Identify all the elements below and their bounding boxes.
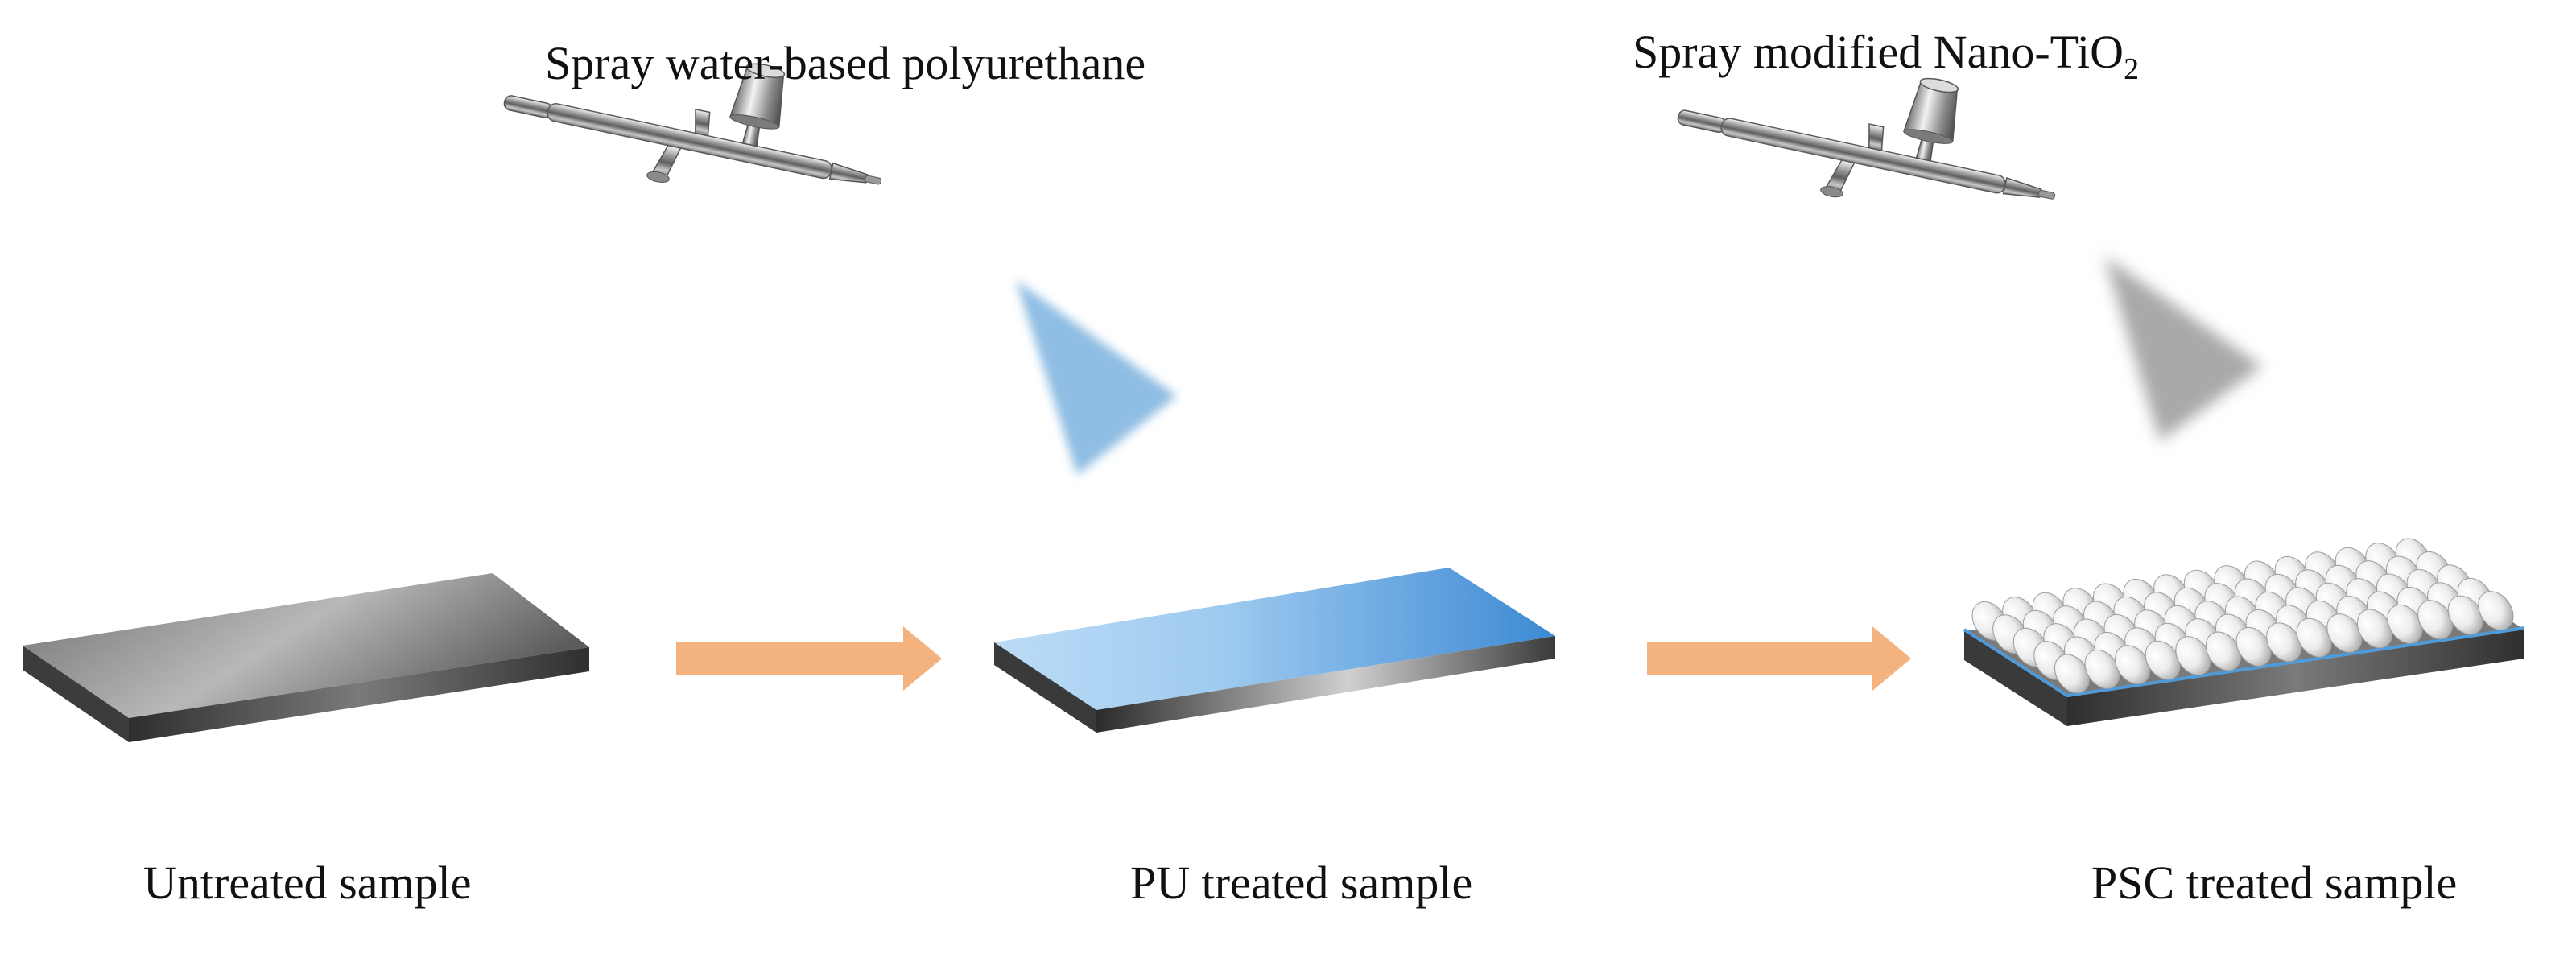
spray-tio2-label-subscript: 2 [2124, 52, 2140, 86]
tio2-particle [2115, 645, 2151, 685]
tio2-particle [2326, 613, 2363, 654]
psc-treated-sample-label: PSC treated sample [2091, 857, 2458, 909]
spray-tio2-label-text: Spray modified Nano-TiO [1633, 26, 2124, 78]
tio2-particle [2296, 617, 2332, 658]
tio2-particle [2175, 636, 2211, 676]
tio2-particle [2205, 631, 2242, 671]
tio2-particle [2387, 604, 2423, 644]
tio2-spray-cone [2104, 256, 2262, 441]
psc-treated-slab [1963, 538, 2525, 726]
tio2-particle [2447, 595, 2483, 635]
pu-treated-sample-label: PU treated sample [1130, 857, 1473, 909]
tio2-particle [2356, 609, 2393, 649]
tio2-particle [2084, 649, 2120, 689]
tio2-particle [2145, 640, 2181, 680]
spray-tio2-label: Spray modified Nano-TiO2 [1633, 26, 2139, 85]
nano-tio2-particles [1971, 538, 2514, 694]
pu-spray-cone [1016, 280, 1177, 475]
pu-treated-slab [994, 568, 1555, 733]
tio2-particle [2478, 591, 2514, 631]
untreated-slab [23, 573, 589, 742]
untreated-sample-label: Untreated sample [143, 857, 472, 909]
right-arrow-icon [1647, 626, 1911, 691]
spray-pu-label: Spray water-based polyurethane [545, 37, 1146, 89]
tio2-particle [2235, 626, 2272, 667]
tio2-particle [2054, 654, 2091, 694]
tio2-particle [2417, 600, 2454, 640]
tio2-particle [2266, 622, 2302, 663]
right-arrow-icon [676, 626, 942, 691]
